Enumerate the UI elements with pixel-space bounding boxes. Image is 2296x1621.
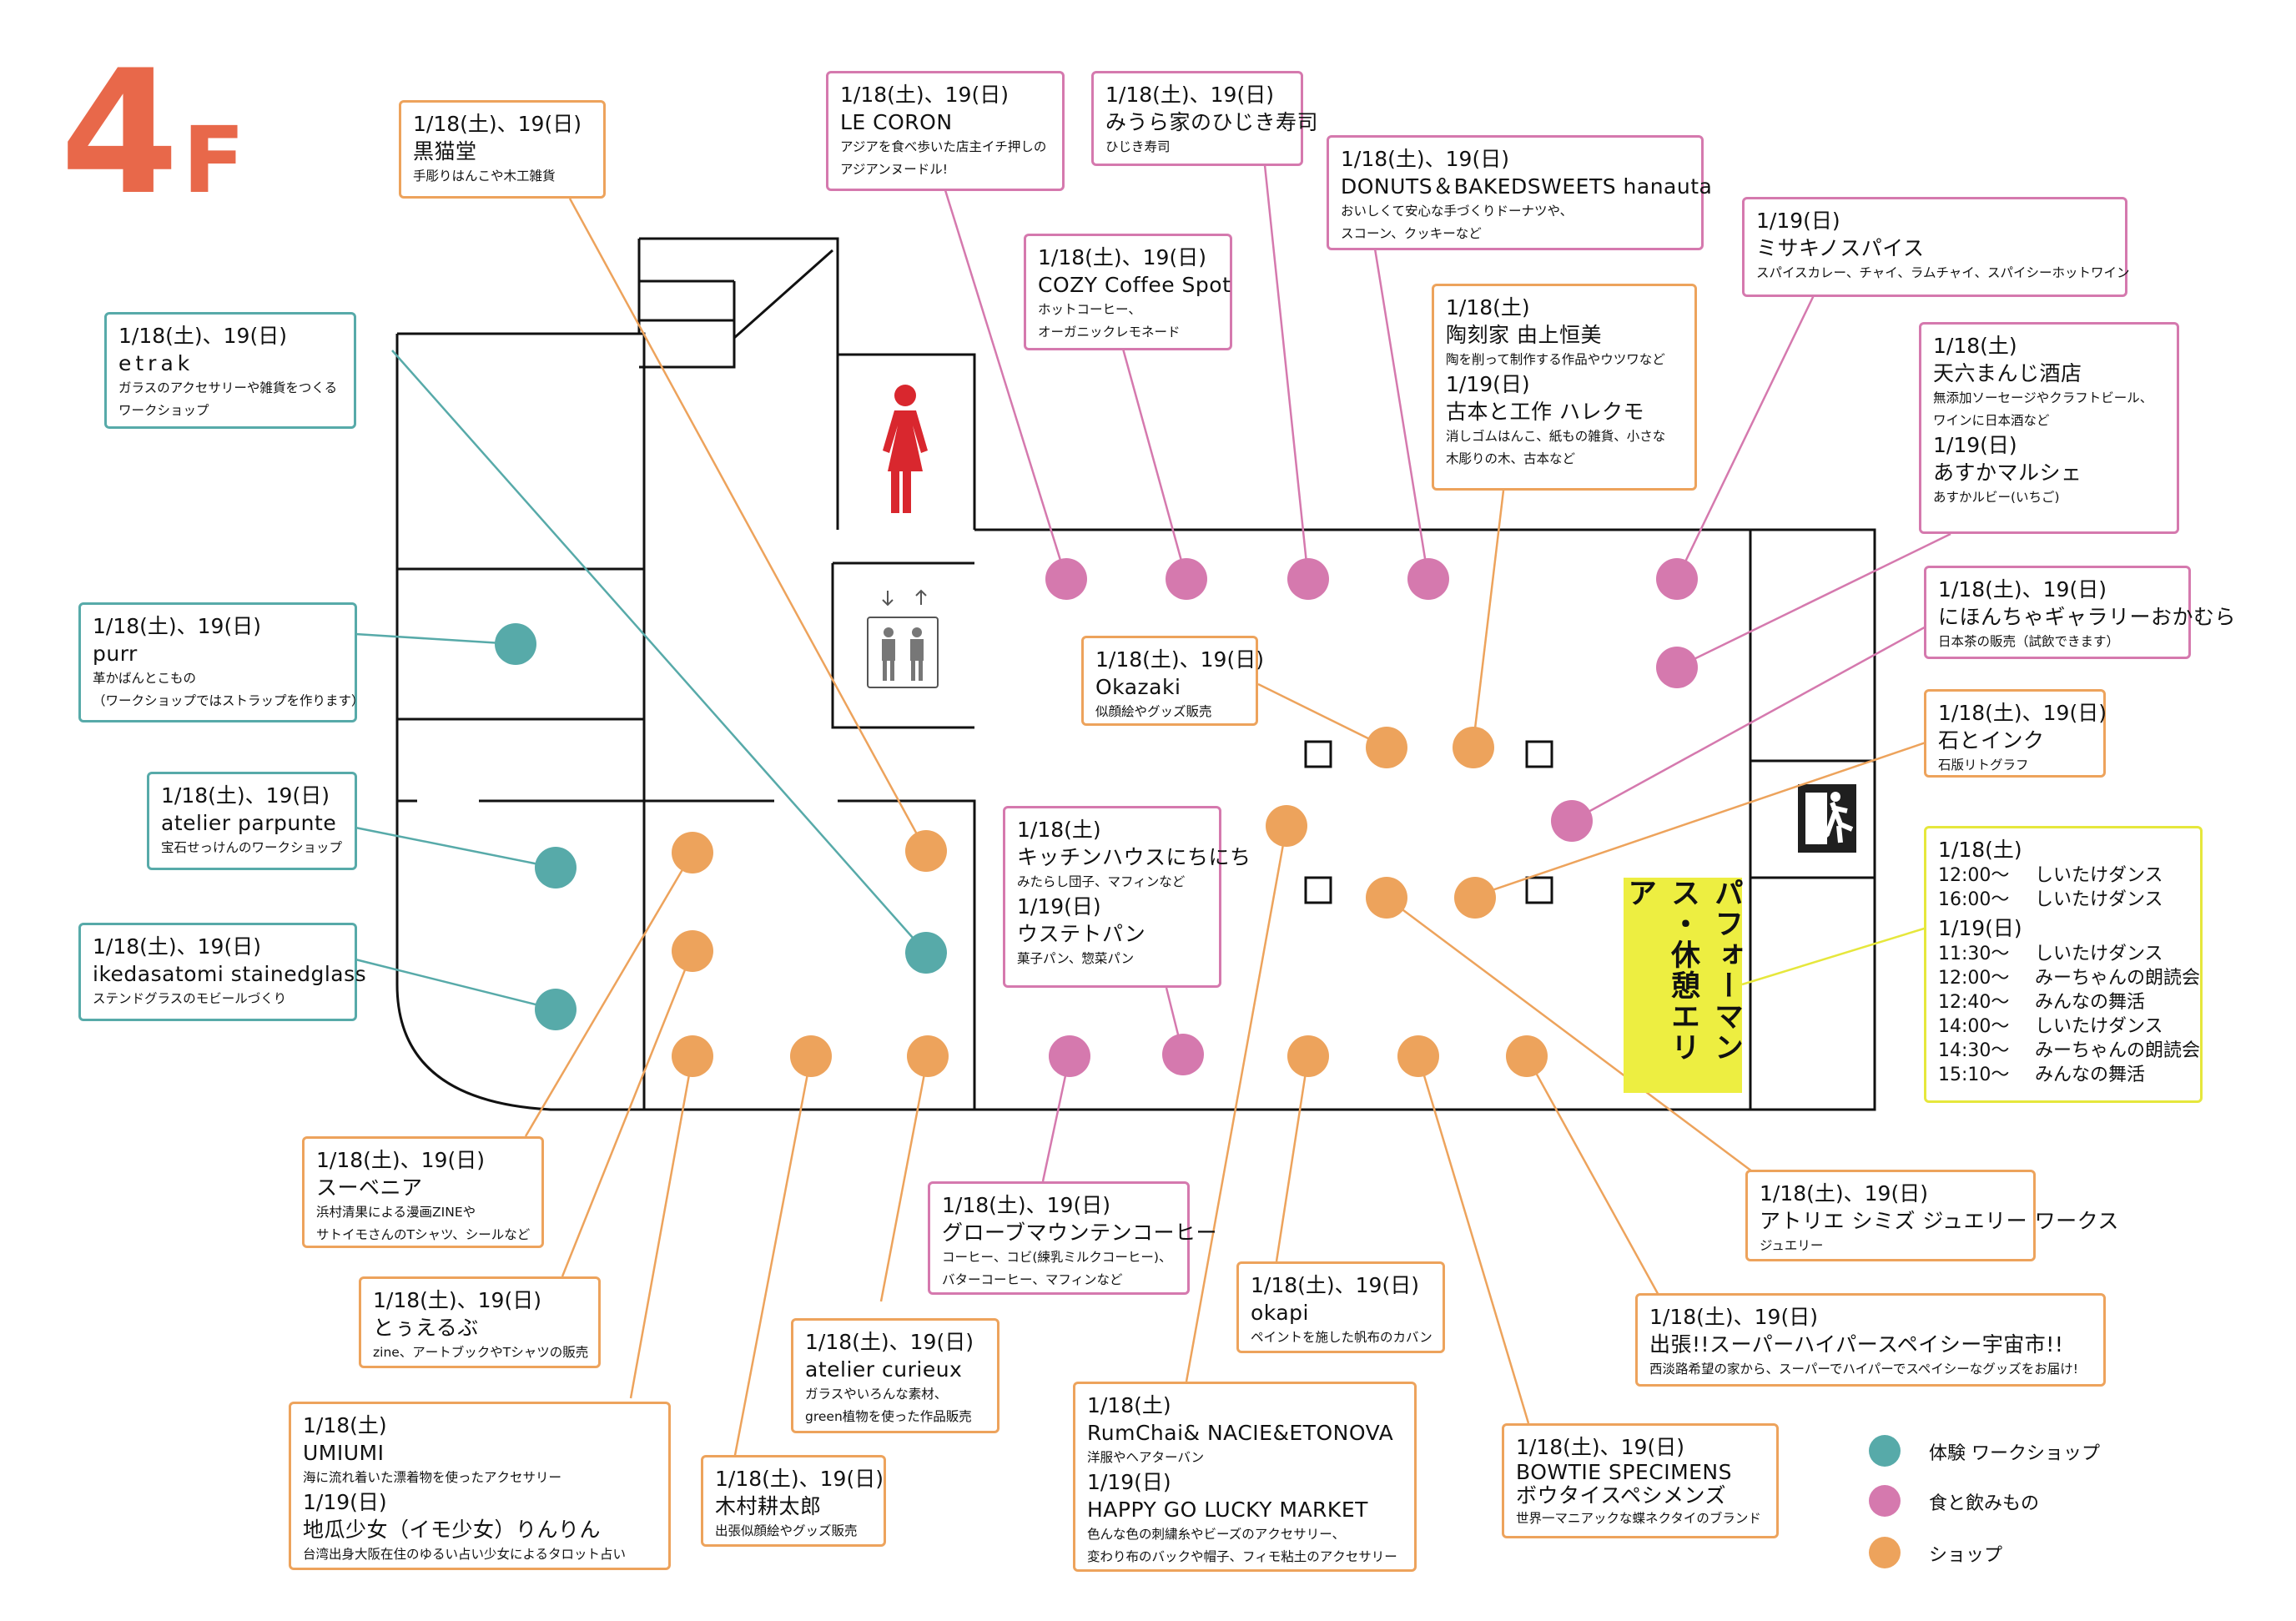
leader-line	[1571, 622, 1931, 823]
booth-card-kuroneko: 1/18(土)、19(日) 黒猫堂 手彫りはんこや木工雑貨	[399, 100, 606, 199]
leader-line	[1525, 1055, 1662, 1299]
booth-card-kitchen: 1/18(土) キッチンハウスにちにち みたらし団子、マフィンなど 1/19(日…	[1003, 806, 1251, 988]
leader-line	[568, 198, 928, 852]
booth-card-okazaki: 1/18(土)、19(日) Okazaki 似顔絵やグッズ販売	[1081, 636, 1264, 726]
booth-card-umiumi: 1/18(土) UMIUMI 海に流れ着いた漂着物を使ったアクセサリー 1/19…	[289, 1402, 671, 1570]
shop-dot	[1366, 727, 1407, 768]
shop-dot	[1287, 1035, 1329, 1077]
leader-line	[879, 1055, 929, 1302]
table	[1304, 876, 1332, 904]
booth-card-hanauta: 1/18(土)、19(日) DONUTS＆BAKEDSWEETS hanauta…	[1327, 135, 1712, 250]
performance-area: パフォーマンス・休憩エリア	[1623, 878, 1743, 1093]
food-dot	[1049, 1035, 1090, 1077]
leader-line	[355, 632, 516, 646]
food-dot	[1162, 1034, 1204, 1075]
floor-label: 4F	[60, 34, 245, 233]
workshop-dot	[495, 623, 536, 665]
food-dot	[1551, 800, 1593, 842]
shop-dot	[672, 1035, 713, 1077]
shop-dot	[672, 832, 713, 873]
emergency-exit-icon	[1798, 784, 1856, 853]
leader-line	[1263, 164, 1310, 580]
leader-line	[1386, 896, 1760, 1178]
shop-dot	[672, 930, 713, 972]
workshop-dot	[535, 847, 577, 889]
leader-line	[1417, 1055, 1530, 1424]
leader-line	[355, 826, 556, 869]
booth-card-kimura: 1/18(土)、19(日) 木村耕太郎 出張似顔絵やグッズ販売	[701, 1455, 886, 1547]
booth-card-purr: 1/18(土)、19(日) purr 革かばんとこもの （ワークショップではスト…	[78, 602, 365, 722]
shop-dot	[1366, 877, 1407, 919]
booth-card-shimizu: 1/18(土)、19(日) アトリエ シミズ ジュエリー ワークス ジュエリー	[1745, 1170, 2118, 1261]
elevator-icon	[867, 589, 939, 688]
leader-line	[1676, 532, 1951, 669]
leader-line	[561, 950, 694, 1277]
leader-lines	[355, 164, 1951, 1469]
leader-line	[524, 852, 694, 1137]
booth-card-ishi: 1/18(土)、19(日) 石とインク 石版リトグラフ	[1924, 689, 2107, 778]
food-dot	[1407, 558, 1449, 600]
food-dot	[1045, 558, 1087, 600]
leader-line	[1275, 1055, 1310, 1262]
booth-card-curieux: 1/18(土)、19(日) atelier curieux ガラスやいろんな素材…	[791, 1318, 999, 1433]
food-dot	[1656, 558, 1698, 600]
leader-line	[1373, 248, 1430, 580]
table	[1525, 876, 1553, 904]
booth-card-uchu: 1/18(土)、19(日) 出張!!スーパーハイパースペイシー宇宙市!! 西淡路…	[1635, 1293, 2106, 1387]
workshop-dot-icon	[1869, 1435, 1901, 1467]
shop-dot	[1454, 877, 1496, 919]
booth-card-cozy: 1/18(土)、19(日) COZY Coffee Spot ホットコーヒー、 …	[1024, 234, 1232, 350]
shop-dot	[1397, 1035, 1439, 1077]
leader-line	[1474, 739, 1931, 898]
leader-line	[1741, 924, 1933, 986]
booth-card-toeruabu: 1/18(土)、19(日) とぅえるぶ zine、アートブックやTシャツの販売	[359, 1276, 601, 1368]
table	[1525, 740, 1553, 768]
leader-line	[1675, 294, 1815, 580]
booth-card-etrak: 1/18(土)、19(日) etrak ガラスのアクセサリーや雑貨をつくる ワー…	[104, 312, 356, 429]
shop-dot	[1453, 727, 1494, 768]
leader-line	[391, 350, 927, 954]
food-dot	[1287, 558, 1329, 600]
booth-card-globe: 1/18(土)、19(日) グローブマウンテンコーヒー コーヒー、コビ(練乳ミル…	[928, 1181, 1217, 1295]
booth-card-lecoron: 1/18(土)、19(日) LE CORON アジアを食べ歩いた店主イチ押しの …	[826, 71, 1065, 191]
booth-card-bowtie: 1/18(土)、19(日) BOWTIE SPECIMENS ボウタイスペシメン…	[1502, 1423, 1779, 1538]
booth-card-parpunte: 1/18(土)、19(日) atelier parpunte 宝石せっけんのワー…	[147, 772, 357, 870]
leader-line	[1121, 348, 1188, 580]
shop-dot	[905, 830, 947, 872]
booth-dots	[495, 558, 1698, 1077]
workshop-dot	[535, 989, 577, 1030]
leader-line	[629, 1055, 694, 1399]
booth-card-ikeda: 1/18(土)、19(日) ikedasatomi stainedglass ス…	[78, 923, 366, 1021]
booth-card-miura: 1/18(土)、19(日) みうら家のひじき寿司 ひじき寿司	[1091, 71, 1318, 166]
woman-toilet-icon	[883, 385, 928, 513]
leader-line	[1041, 1055, 1071, 1182]
shop-dot	[1506, 1035, 1548, 1077]
performance-schedule: 1/18(土) 12:00～しいたけダンス 16:00～しいたけダンス 1/19…	[1924, 826, 2203, 1103]
workshop-dot	[905, 932, 947, 974]
booth-card-okamura: 1/18(土)、19(日) にほんちゃギャラリーおかむら 日本茶の販売（試飲でき…	[1924, 566, 2236, 659]
leader-line	[355, 958, 556, 1011]
booth-card-savenia: 1/18(土)、19(日) スーベニア 浜村清果による漫画ZINEや サトイモさ…	[302, 1136, 544, 1248]
shop-dot	[790, 1035, 832, 1077]
booth-card-tenroku: 1/18(土) 天六まんじ酒店 無添加ソーセージやクラフトビール、 ワインに日本…	[1919, 322, 2179, 534]
leader-line	[944, 189, 1068, 580]
booth-card-rumchai: 1/18(土) RumChai& NACIE&ETONOVA 洋服やヘアターバン…	[1073, 1382, 1417, 1572]
floor-walls	[395, 237, 1876, 1111]
food-dot	[1166, 558, 1207, 600]
tables	[1304, 740, 1553, 904]
booth-card-misaki: 1/19(日) ミサキノスパイス スパイスカレー、チャイ、ラムチャイ、スパイシー…	[1742, 197, 2130, 297]
leader-line	[731, 1055, 813, 1469]
food-dot	[1656, 647, 1698, 688]
booth-card-okapi: 1/18(土)、19(日) okapi ペイントを施した帆布のカバン	[1236, 1261, 1445, 1353]
leader-line	[1472, 490, 1505, 743]
shop-dot	[907, 1035, 949, 1077]
leader-line	[1185, 825, 1288, 1382]
table	[1304, 740, 1332, 768]
shop-dot-icon	[1869, 1537, 1901, 1568]
booth-card-yuka: 1/18(土) 陶刻家 由上恒美 陶を削って制作する作品やウツワなど 1/19(…	[1432, 284, 1697, 491]
leader-line	[1257, 682, 1387, 749]
food-dot-icon	[1869, 1485, 1901, 1517]
shop-dot	[1266, 805, 1307, 847]
